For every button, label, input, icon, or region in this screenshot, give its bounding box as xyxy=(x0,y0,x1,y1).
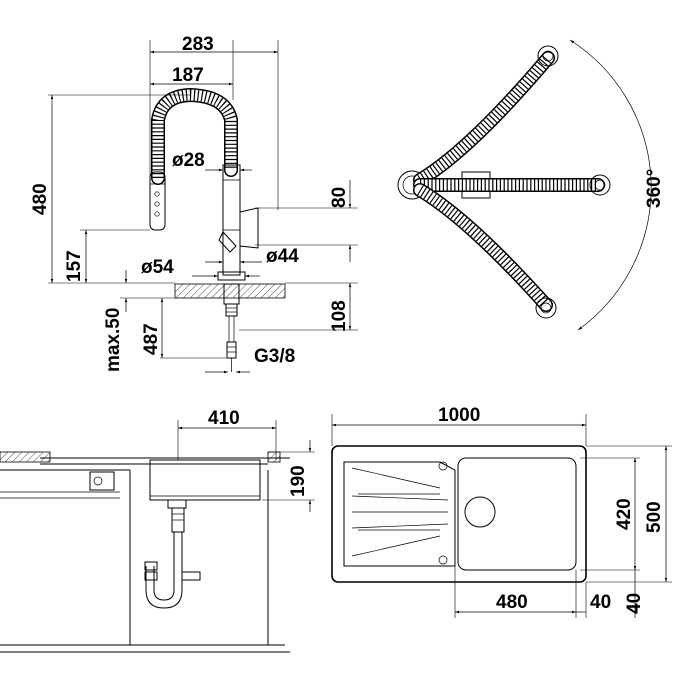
swivel-hose-middle xyxy=(413,174,611,196)
faucet-side-view: 283 187 480 157 ø28 ø54 ø44 max.50 487 8… xyxy=(30,34,358,374)
dim-body-diameter: ø44 xyxy=(266,246,299,267)
dim-sink-margin-a: 40 xyxy=(590,592,611,613)
dim-sink-bowl-width: 410 xyxy=(208,408,240,429)
faucet-lever xyxy=(239,207,259,249)
dim-faucet-height-total: 480 xyxy=(30,183,51,215)
swivel-hose-up xyxy=(413,45,559,187)
dim-sink-margin-b: 40 xyxy=(624,593,645,614)
dim-faucet-width-total: 283 xyxy=(182,34,214,55)
swivel-top-view: 360° xyxy=(397,39,665,331)
dim-sink-depth-total: 500 xyxy=(644,501,665,533)
sink-bowl-section xyxy=(149,459,261,501)
dim-sink-bowl-width-plan: 480 xyxy=(496,592,528,613)
sink-section-view: 410 190 xyxy=(0,408,315,653)
dim-faucet-width-spout: 187 xyxy=(172,65,204,86)
swivel-angle-label: 360° xyxy=(644,169,665,208)
dim-sink-bowl-depth: 190 xyxy=(288,465,309,497)
dim-sink-depth-bowl: 420 xyxy=(614,498,635,530)
dim-base-diameter: ø54 xyxy=(141,257,174,278)
countertop-section xyxy=(174,283,286,299)
dim-sink-width-total: 1000 xyxy=(438,405,480,426)
dim-base-height: 108 xyxy=(329,300,350,332)
dim-connection-thread: G3/8 xyxy=(254,346,295,367)
swivel-hose-down xyxy=(413,183,557,319)
dim-hose-length: 487 xyxy=(141,323,162,355)
sink-trap xyxy=(153,532,175,601)
dim-lever-height: 80 xyxy=(329,187,350,208)
sink-plan-outline xyxy=(331,445,587,583)
faucet-spray-head xyxy=(149,171,166,231)
faucet-body xyxy=(222,164,241,276)
sink-plan-view: 1000 420 500 480 40 40 xyxy=(331,405,672,618)
sink-countertop xyxy=(0,451,51,463)
dim-hose-diameter: ø28 xyxy=(172,150,205,171)
faucet-base xyxy=(217,271,246,281)
swivel-arc xyxy=(569,39,652,331)
sink-plan-bowl xyxy=(457,457,577,571)
dim-faucet-height-lower: 157 xyxy=(64,250,85,282)
dim-max-thickness: max.50 xyxy=(103,308,124,372)
sink-plan-drain xyxy=(464,496,496,528)
